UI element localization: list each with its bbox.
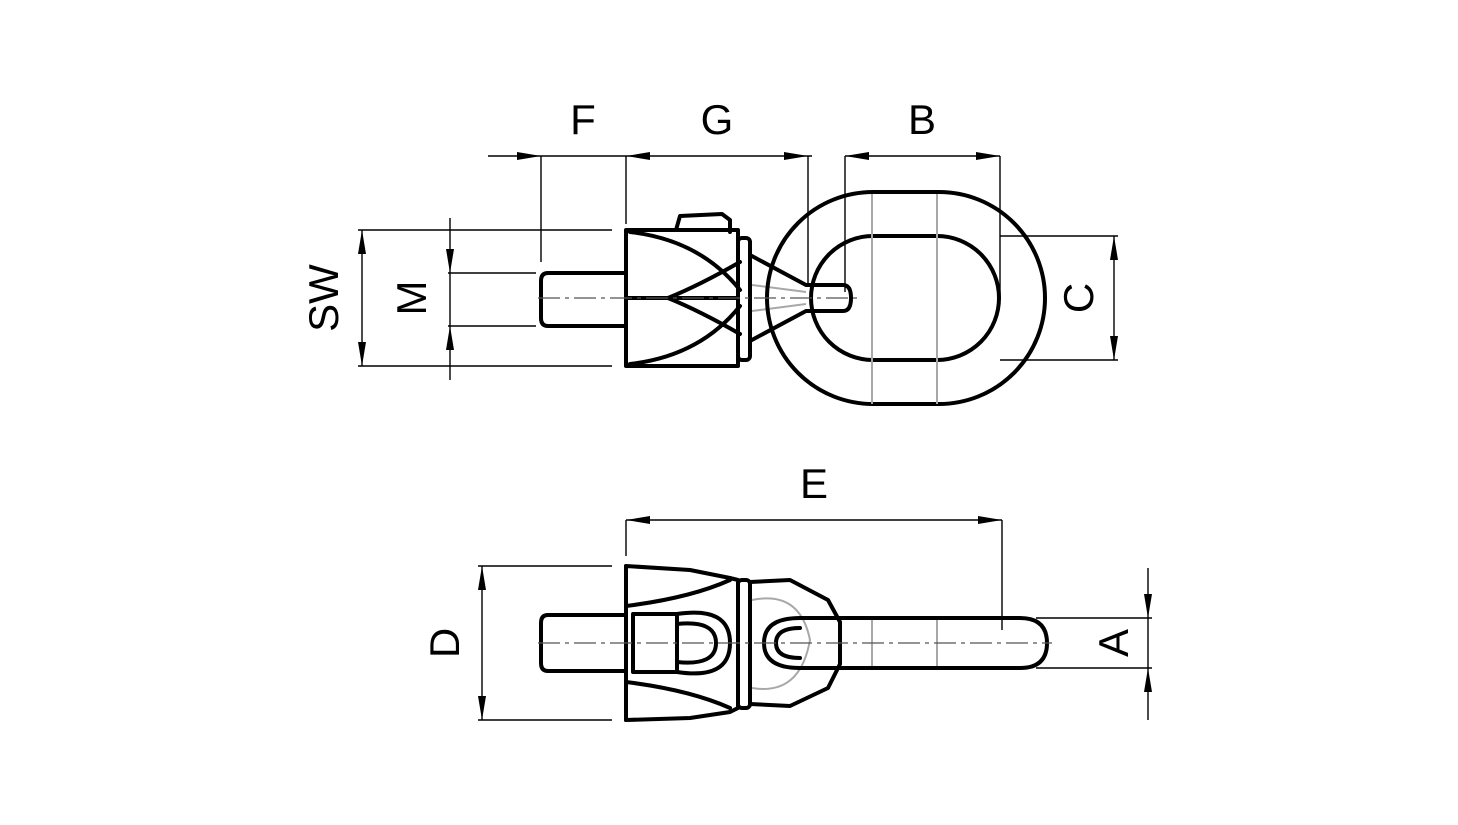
top-neck-hidden (751, 284, 807, 312)
label-m: M (388, 281, 435, 316)
top-tab (674, 212, 732, 234)
side-ring-shank (762, 616, 1049, 670)
dim-g-arrow-left (626, 152, 650, 160)
dim-d-arrow-bottom (478, 696, 486, 720)
label-d: D (421, 628, 468, 658)
label-b: B (908, 96, 936, 143)
top-body-curve-lower (628, 304, 742, 366)
side-view (538, 564, 1052, 722)
side-body-curve-top (624, 578, 732, 608)
dim-c-arrow-top (1110, 236, 1118, 260)
top-body-curve-upper (628, 230, 742, 292)
dim-sw-arrow-bottom (358, 342, 366, 366)
top-collar (736, 236, 752, 362)
label-f: F (570, 96, 596, 143)
dim-d-arrow-top (478, 566, 486, 590)
top-thread-stud (539, 271, 628, 328)
dim-e-arrow-left (626, 516, 650, 524)
dim-b-arrow-right (976, 152, 1000, 160)
side-swivel-hidden (751, 597, 812, 690)
dim-m-arrow-bottom (446, 326, 454, 350)
label-c: C (1055, 283, 1102, 313)
dim-sw-arrow-top (358, 230, 366, 254)
top-body-curve-inner1 (666, 260, 742, 300)
dim-g-arrow-right (784, 152, 808, 160)
label-sw: SW (300, 264, 347, 332)
top-view (538, 190, 1047, 406)
dim-c-arrow-bottom (1110, 336, 1118, 360)
side-collar (736, 578, 752, 710)
dim-e-arrow-right (978, 516, 1002, 524)
side-socket-arch-inner (675, 621, 718, 665)
label-g: G (701, 96, 734, 143)
dimension-lines: F G B SW M C E (300, 96, 1152, 721)
side-body-curve-bottom (624, 680, 732, 710)
dim-a-arrow-bottom (1144, 668, 1152, 692)
label-a: A (1090, 629, 1137, 657)
dim-a-arrow-top (1144, 594, 1152, 618)
dim-m-arrow-top (446, 249, 454, 273)
dim-f-arrow-left (517, 152, 541, 160)
label-e: E (800, 460, 828, 507)
top-body-curve-inner2 (666, 296, 742, 336)
dim-b-arrow-left (845, 152, 869, 160)
